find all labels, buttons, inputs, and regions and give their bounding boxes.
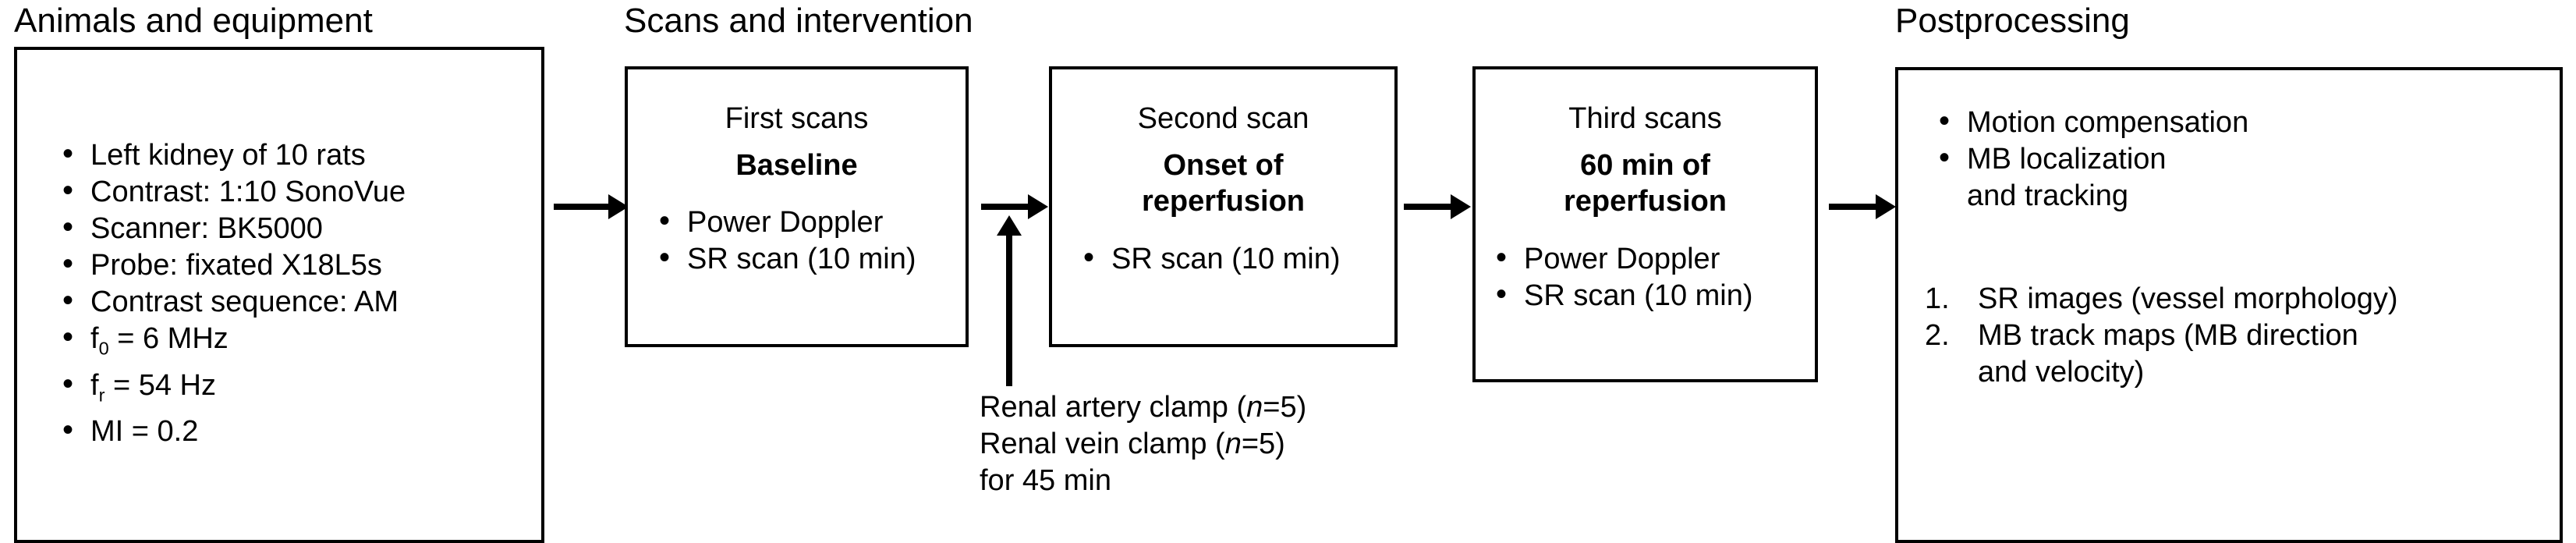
f0-base: f xyxy=(90,322,99,355)
list-item: Motion compensation xyxy=(1934,103,2249,141)
arrow-animals-to-first-scans xyxy=(554,194,629,219)
list-item: Scanner: BK5000 xyxy=(58,209,406,247)
fr-base: f xyxy=(90,368,99,402)
clamp-line1-n: n xyxy=(1246,391,1263,424)
list-item: SR scan (10 min) xyxy=(1079,240,1341,278)
f0-subscript: 0 xyxy=(98,338,109,359)
third-scans-emphasis: 60 min of reperfusion xyxy=(1476,147,1815,219)
bullet-text: Left kidney of 10 rats xyxy=(90,139,366,172)
second-scan-bullet-list: SR scan (10 min) xyxy=(1079,240,1341,278)
bullet-text: Motion compensation xyxy=(1967,106,2249,139)
first-scans-heading: First scans xyxy=(725,102,869,135)
section-title-animals: Animals and equipment xyxy=(14,2,373,40)
fr-subscript: r xyxy=(98,385,105,406)
list-item: Power Doppler xyxy=(1491,240,1753,278)
numbered-text-continuation: and velocity) xyxy=(1978,356,2145,389)
clamp-annotation-line3: for 45 min xyxy=(980,464,1111,497)
arrow-third-scans-to-postprocessing xyxy=(1829,194,1896,219)
second-scan-emphasis-line1: Onset of xyxy=(1163,149,1284,182)
list-item: Contrast: 1:10 SonoVue xyxy=(58,172,406,211)
third-scans-emphasis-line1: 60 min of xyxy=(1580,149,1710,182)
animals-equipment-box: Left kidney of 10 rats Contrast: 1:10 So… xyxy=(14,47,544,543)
list-item: SR images (vessel morphology) xyxy=(1925,281,2398,318)
list-item-fr: fr = 54 Hz xyxy=(58,366,406,414)
list-item: Left kidney of 10 rats xyxy=(58,136,406,174)
list-item: SR scan (10 min) xyxy=(654,240,916,278)
bullet-text-continuation: and tracking xyxy=(1967,179,2129,212)
bullet-text: SR scan (10 min) xyxy=(1111,243,1341,275)
second-scan-emphasis-line2: reperfusion xyxy=(1141,185,1306,218)
section-title-scans: Scans and intervention xyxy=(624,2,973,40)
clamp-annotation-line1: Renal artery clamp (n=5) xyxy=(980,389,1306,426)
animals-bullet-list: Left kidney of 10 rats Contrast: 1:10 So… xyxy=(58,136,406,450)
first-scans-emphasis: Baseline xyxy=(735,149,858,182)
first-scans-bullet-list: Power Doppler SR scan (10 min) xyxy=(654,203,916,278)
clamp-annotation: Renal artery clamp (n=5) Renal vein clam… xyxy=(980,389,1306,499)
list-item: Probe: fixated X18L5s xyxy=(58,246,406,284)
clamp-annotation-line2: Renal vein clamp (n=5) xyxy=(980,426,1306,463)
bullet-text: SR scan (10 min) xyxy=(687,243,916,275)
bullet-text: Scanner: BK5000 xyxy=(90,212,323,245)
clamp-line2-n: n xyxy=(1224,428,1242,460)
arrow-clamp-to-second-scan xyxy=(997,215,1022,386)
bullet-text: SR scan (10 min) xyxy=(1524,279,1753,312)
clamp-line1-post: =5) xyxy=(1263,391,1307,424)
numbered-text: MB track maps (MB direction xyxy=(1978,319,2358,352)
second-scan-heading: Second scan xyxy=(1137,102,1309,135)
section-title-postprocessing: Postprocessing xyxy=(1895,2,2130,40)
second-scan-emphasis: Onset of reperfusion xyxy=(1052,147,1394,219)
list-item: Contrast sequence: AM xyxy=(58,282,406,321)
first-scans-box: First scans Baseline Power Doppler SR sc… xyxy=(625,66,969,347)
bullet-text: MB localization xyxy=(1967,143,2167,176)
clamp-line1-pre: Renal artery clamp ( xyxy=(980,391,1247,424)
f0-rest: = 6 MHz xyxy=(108,322,229,355)
list-item: SR scan (10 min) xyxy=(1491,276,1753,314)
fr-rest: = 54 Hz xyxy=(105,368,216,402)
bullet-text: Power Doppler xyxy=(1524,243,1720,275)
bullet-text: Contrast sequence: AM xyxy=(90,286,399,318)
postprocessing-numbered-list: SR images (vessel morphology) MB track m… xyxy=(1925,281,2398,391)
third-scans-emphasis-line2: reperfusion xyxy=(1563,185,1727,218)
list-item-mi: MI = 0.2 xyxy=(58,412,406,450)
arrow-first-to-second-scan xyxy=(981,194,1048,219)
numbered-text: SR images (vessel morphology) xyxy=(1978,282,2398,315)
list-item: MB track maps (MB direction and velocity) xyxy=(1925,318,2398,391)
third-scans-box: Third scans 60 min of reperfusion Power … xyxy=(1472,66,1818,382)
second-scan-box: Second scan Onset of reperfusion SR scan… xyxy=(1049,66,1398,347)
bullet-text: Power Doppler xyxy=(687,206,884,239)
clamp-line2-post: =5) xyxy=(1241,428,1285,460)
bullet-text: Contrast: 1:10 SonoVue xyxy=(90,176,406,208)
list-item: Power Doppler xyxy=(654,203,916,241)
clamp-line2-pre: Renal vein clamp ( xyxy=(980,428,1225,460)
arrow-second-to-third-scan xyxy=(1404,194,1471,219)
third-scans-heading: Third scans xyxy=(1568,102,1722,135)
mi-text: MI = 0.2 xyxy=(90,415,199,449)
bullet-text: Probe: fixated X18L5s xyxy=(90,249,382,282)
third-scans-bullet-list: Power Doppler SR scan (10 min) xyxy=(1491,240,1753,314)
list-item-f0: f0 = 6 MHz xyxy=(58,319,406,367)
